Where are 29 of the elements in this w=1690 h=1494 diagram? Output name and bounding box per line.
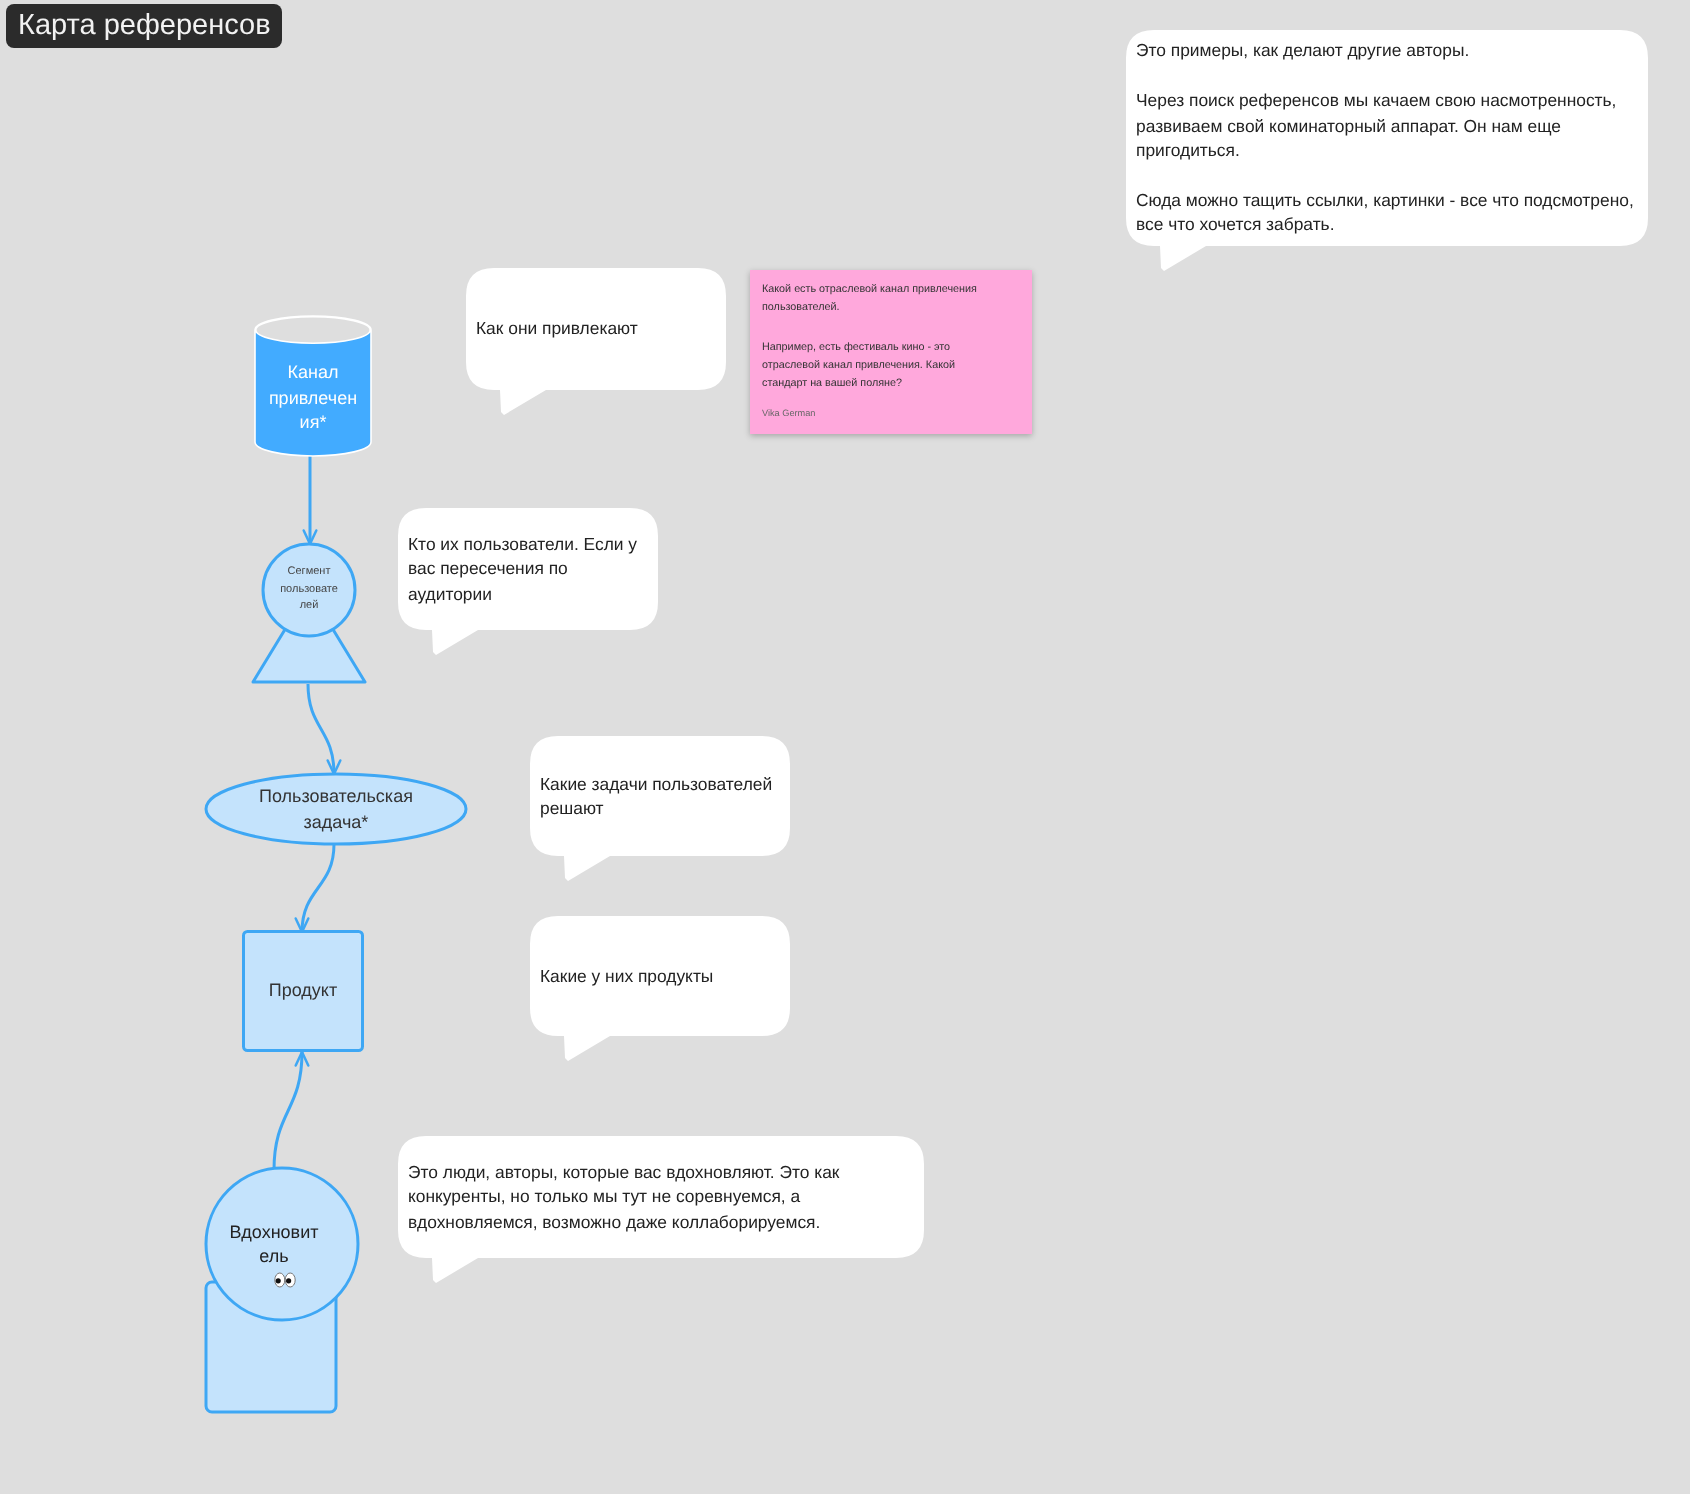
node-label: Пользовательская задача* <box>257 784 415 834</box>
comment-text: Это люди, авторы, которые вас вдохновляют. Это как конкуренты, но только мы тут не соревнуемся, а вдохновляемся, возможно даже коллаборируемся. <box>408 1159 842 1235</box>
speech-bubble <box>530 736 790 882</box>
process-box <box>242 930 364 1052</box>
speech-bubble <box>398 508 658 656</box>
comment-text: Это примеры, как делают другие авторы. <box>1136 38 1472 64</box>
node-label: Вдохновитель <box>227 1222 321 1268</box>
person-shape <box>204 1166 360 1414</box>
comment-text: Сюда можно тащить ссылки, картинки - все что подсмотрено, все что хочется забрать. <box>1136 187 1636 238</box>
speech-bubble <box>1126 30 1648 272</box>
speech-bubble <box>398 1136 924 1284</box>
comment-text: Через поиск референсов мы качаем свою насмотренность, развиваем свой коминаторный аппарат. Он нам еще пригодиться. <box>1136 88 1619 163</box>
comment-text: Кто их пользователи. Если у вас пересечения по аудитории <box>408 531 640 607</box>
node-label: Продукт <box>266 978 340 1004</box>
arrow <box>295 843 336 934</box>
comment-text: Какие задачи пользователей решают <box>540 771 775 821</box>
person-shape <box>250 542 368 688</box>
comment-text: Какие у них продукты <box>540 963 716 989</box>
sticky-note <box>750 270 1032 434</box>
speech-bubble <box>466 268 726 416</box>
arrow <box>302 456 318 546</box>
node-label: Канал привлечения* <box>267 360 359 436</box>
ellipse-shape <box>204 772 468 846</box>
title: Карта референсов <box>6 4 283 48</box>
speech-bubble <box>530 916 790 1062</box>
arrow <box>272 1050 309 1171</box>
comment-text: Как они привлекают <box>476 316 640 342</box>
database-cylinder <box>254 316 372 456</box>
arrow <box>306 683 341 776</box>
